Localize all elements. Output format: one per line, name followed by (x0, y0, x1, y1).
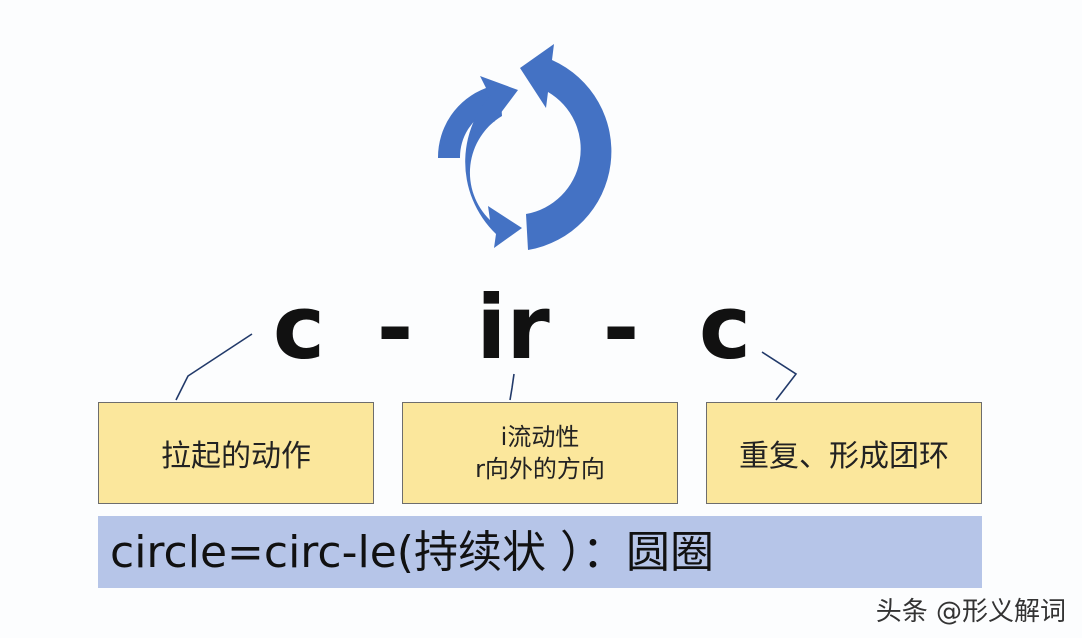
dash-1: - (376, 276, 414, 379)
arrow-right (520, 44, 612, 250)
watermark: 头条 @形义解词 (875, 597, 1066, 627)
formula-text: circle=circ-le(持续状 ）：圆圈 (110, 527, 714, 578)
morpheme-c2: c (698, 276, 752, 379)
box3-text: 重复、形成团环 (739, 439, 949, 474)
dash-2: - (602, 276, 640, 379)
morpheme-c1: c (272, 276, 326, 379)
connector-c1 (175, 333, 253, 401)
morpheme-ir: ir (476, 276, 550, 379)
box1-text: 拉起的动作 (161, 439, 311, 474)
box2-line1: i流动性 (500, 423, 580, 451)
box2-line2: r向外的方向 (475, 455, 605, 483)
arrow-left (465, 86, 522, 248)
meaning-box-c1: 拉起的动作 (98, 402, 374, 504)
meaning-box-c2: 重复、形成团环 (706, 402, 982, 504)
cycle-arrows-icon (437, 44, 612, 250)
meaning-box-ir: i流动性 r向外的方向 (402, 402, 678, 504)
formula-bar: circle=circ-le(持续状 ）：圆圈 (98, 516, 982, 588)
